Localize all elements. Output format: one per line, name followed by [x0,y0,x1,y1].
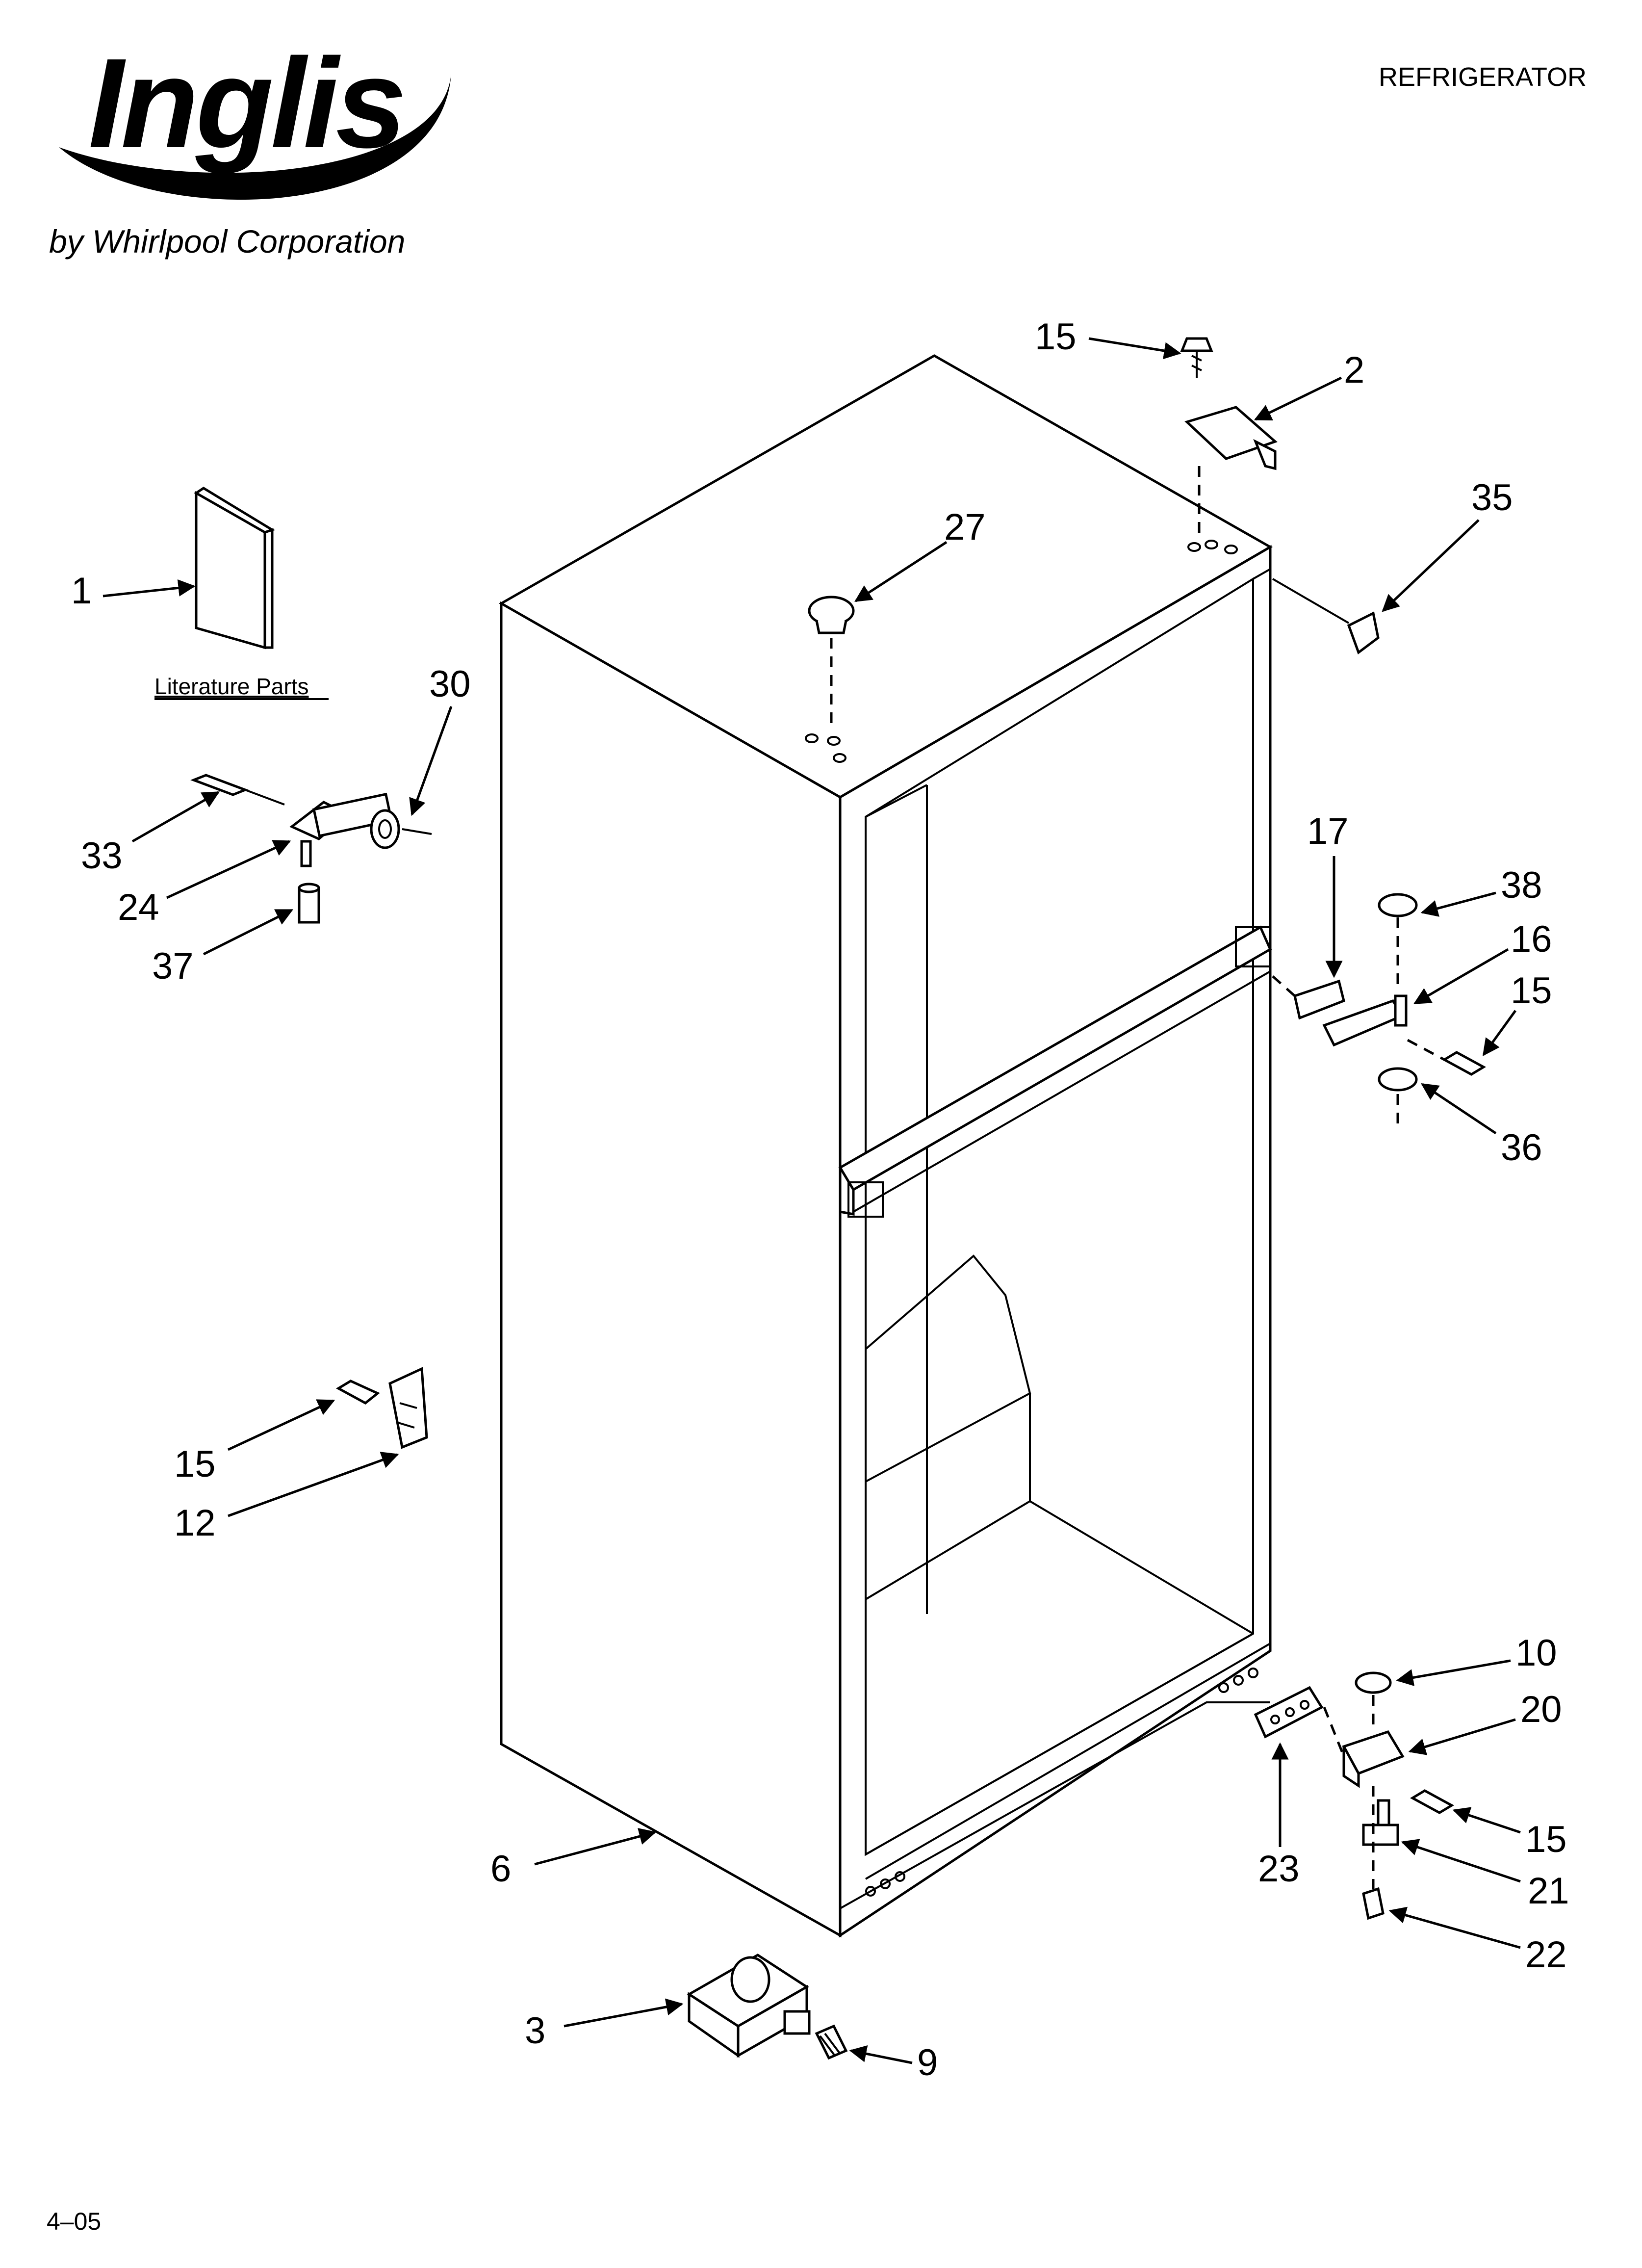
svg-text:35: 35 [1471,477,1513,519]
svg-text:38: 38 [1501,864,1542,906]
center-hinge-assembly [1293,893,1487,1092]
svg-text:20: 20 [1520,1689,1562,1730]
callout-12: 12 [174,1452,399,1544]
svg-text:16: 16 [1511,918,1552,960]
page-title: REFRIGERATOR [1379,62,1587,92]
literature-label: Literature Parts [154,674,308,699]
top-hinge [1184,406,1278,470]
bottom-hinge-shim [1254,1686,1324,1739]
left-hinge-assembly [190,774,400,924]
callout-27: 27 [854,506,986,602]
svg-text:23: 23 [1258,1848,1300,1890]
literature-booklet [194,487,275,650]
callout-30: 30 [409,663,471,816]
svg-text:27: 27 [944,506,986,548]
svg-text:15: 15 [1525,1819,1567,1860]
callout-2: 2 [1254,349,1364,421]
svg-text:9: 9 [917,2042,938,2084]
callout-35: 35 [1382,477,1513,612]
svg-text:1: 1 [71,570,92,612]
callout-22: 22 [1388,1906,1567,1976]
refrigerator-cabinet [498,354,1273,1938]
callout-15-top: 15 [1035,316,1181,360]
callout-23: 23 [1258,1742,1300,1890]
svg-text:37: 37 [152,945,194,987]
svg-text:6: 6 [490,1848,511,1890]
callout-3: 3 [525,1998,684,2052]
svg-text:17: 17 [1307,810,1349,852]
svg-text:2: 2 [1344,349,1364,391]
callout-38: 38 [1420,864,1542,917]
svg-text:24: 24 [118,886,159,928]
callout-15-center: 15 [1482,970,1552,1056]
svg-text:22: 22 [1525,1934,1567,1976]
svg-text:15: 15 [1035,316,1077,358]
callout-16: 16 [1413,918,1552,1005]
svg-text:36: 36 [1501,1127,1542,1169]
door-stop-bracket [335,1367,428,1449]
svg-text:21: 21 [1528,1870,1569,1912]
byline: by Whirlpool Corporation [49,223,405,260]
screw-top [1180,337,1213,378]
svg-text:30: 30 [429,663,471,705]
svg-text:33: 33 [81,835,123,877]
bottom-hinge-assembly [1342,1671,1455,1920]
center-divider-rail [838,925,1272,1218]
callout-36: 36 [1421,1083,1542,1169]
callout-20: 20 [1408,1689,1562,1755]
svg-text:3: 3 [525,2010,545,2052]
callout-6: 6 [490,1828,657,1890]
brand-logo: Inglis by Whirlpool Corporation [49,32,451,260]
top-plug [808,596,855,634]
callout-1: 1 [71,570,196,612]
svg-text:12: 12 [174,1502,216,1544]
callout-15-left: 15 [174,1399,335,1485]
callout-10: 10 [1396,1632,1557,1686]
logo-wordmark: Inglis [88,32,404,175]
callout-37: 37 [152,909,294,987]
svg-text:10: 10 [1515,1632,1557,1674]
date-code: 4–05 [47,2208,101,2235]
callout-9: 9 [849,2042,938,2084]
svg-text:15: 15 [1511,970,1552,1012]
callout-21: 21 [1401,1839,1569,1912]
svg-text:15: 15 [174,1443,216,1485]
callout-17: 17 [1307,810,1349,978]
leveling-roller [687,1954,848,2060]
callout-15-bottom: 15 [1452,1807,1567,1860]
callout-24: 24 [118,840,291,928]
callout-33: 33 [81,791,220,877]
hinge-cap [1347,611,1380,655]
